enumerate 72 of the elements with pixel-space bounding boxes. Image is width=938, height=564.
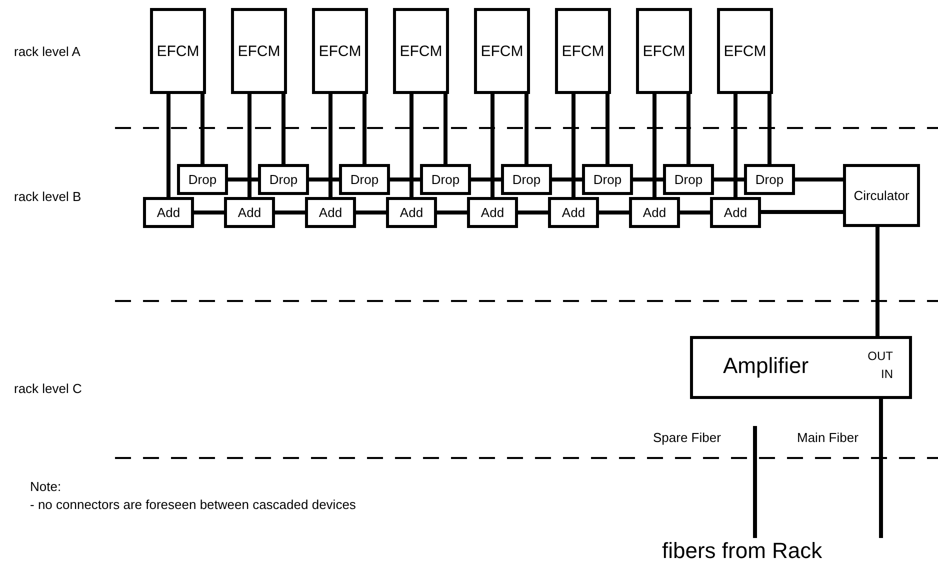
module-box: EFCM — [231, 8, 287, 94]
module-box: EFCM — [636, 8, 692, 94]
caption-text: fibers from Rack — [662, 538, 822, 564]
fiber-line — [248, 94, 252, 197]
add-box: Add — [386, 197, 437, 228]
fiber-line — [166, 94, 170, 197]
level-label: rack level C — [14, 381, 82, 396]
fiber-line — [471, 178, 501, 182]
fiber-line — [599, 210, 629, 214]
fiber-line — [228, 178, 258, 182]
port-label: IN — [881, 367, 893, 381]
add-box: Add — [548, 197, 599, 228]
fiber-line — [572, 94, 576, 197]
fiber-line — [686, 94, 690, 164]
edge-label: Main Fiber — [797, 430, 858, 445]
fiber-line — [768, 94, 772, 164]
fiber-line — [309, 178, 339, 182]
fiber-line — [606, 94, 610, 164]
fiber-line — [714, 178, 744, 182]
device-name: Amplifier — [723, 353, 809, 379]
fiber-line — [437, 210, 467, 214]
module-box: EFCM — [555, 8, 611, 94]
fiber-line — [362, 94, 366, 164]
add-box: Add — [710, 197, 761, 228]
fiber-line — [795, 178, 843, 182]
drop-box: Drop — [339, 164, 390, 195]
edge-label: Spare Fiber — [653, 430, 721, 445]
fiber-line — [410, 94, 414, 197]
drop-box: Drop — [420, 164, 471, 195]
fiber-line — [518, 210, 548, 214]
add-box: Add — [224, 197, 275, 228]
fiber-line — [275, 210, 305, 214]
fiber-line — [390, 178, 420, 182]
fiber-line — [552, 178, 582, 182]
fiber-line — [194, 210, 224, 214]
module-box: EFCM — [393, 8, 449, 94]
fiber-line — [652, 94, 656, 197]
fiber-line — [444, 94, 448, 164]
drop-box: Drop — [582, 164, 633, 195]
drop-box: Drop — [258, 164, 309, 195]
level-label: rack level A — [14, 44, 80, 59]
add-box: Add — [143, 197, 194, 228]
fiber-line — [879, 399, 883, 538]
fiber-line — [633, 178, 663, 182]
note-heading: Note: — [30, 479, 62, 494]
drop-box: Drop — [663, 164, 714, 195]
fiber-line — [282, 94, 286, 164]
fiber-line — [753, 426, 757, 538]
fiber-line — [761, 210, 843, 214]
fiber-line — [680, 210, 710, 214]
module-box: EFCM — [717, 8, 773, 94]
fiber-line — [200, 94, 204, 164]
module-box: EFCM — [150, 8, 206, 94]
port-label: OUT — [868, 349, 893, 363]
fiber-line — [328, 94, 332, 197]
add-box: Add — [467, 197, 518, 228]
drop-box: Drop — [744, 164, 795, 195]
add-box: Add — [629, 197, 680, 228]
add-box: Add — [305, 197, 356, 228]
module-box: EFCM — [312, 8, 368, 94]
drop-box: Drop — [501, 164, 552, 195]
fiber-line — [490, 94, 494, 197]
fiber-line — [734, 94, 738, 197]
level-label: rack level B — [14, 189, 82, 204]
module-box: EFCM — [474, 8, 530, 94]
fiber-line — [356, 210, 386, 214]
fiber-line — [524, 94, 528, 164]
fiber-line — [876, 227, 880, 336]
circulator-box: Circulator — [843, 164, 920, 227]
amplifier-box — [690, 336, 912, 399]
drop-box: Drop — [177, 164, 228, 195]
note-text: - no connectors are foreseen between cascaded devices — [30, 497, 356, 512]
